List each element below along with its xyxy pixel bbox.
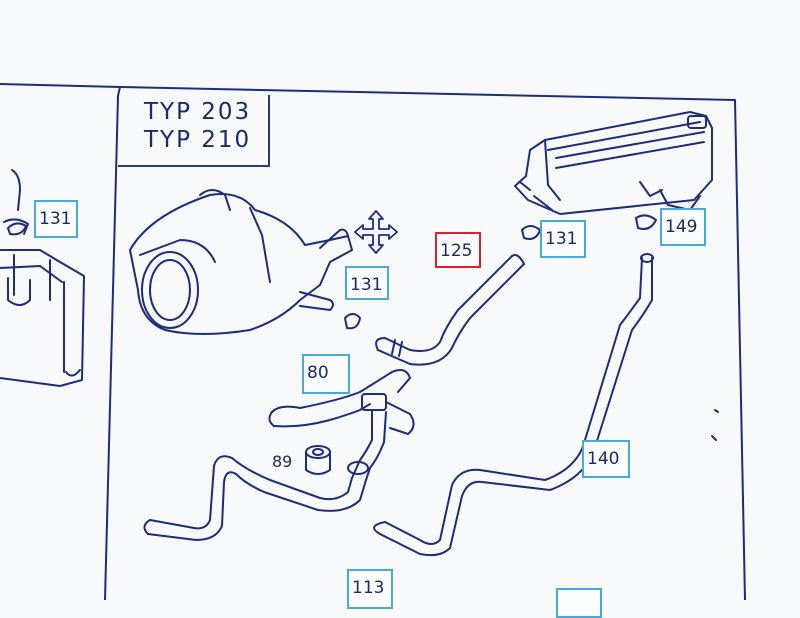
right-tick-marks: [711, 409, 719, 441]
left-part-fragment: [0, 169, 85, 387]
callout-89-label[interactable]: 89: [272, 452, 293, 471]
callout-131-left-label: 131: [39, 209, 72, 229]
model-type-203: TYP 203: [144, 99, 252, 125]
move-arrows-icon[interactable]: [352, 208, 400, 256]
hose-80: [143, 369, 415, 541]
model-type-210: TYP 210: [144, 127, 252, 153]
callout-80[interactable]: 80: [302, 354, 350, 394]
callout-149-label: 149: [665, 217, 698, 237]
thermostat-housing: [129, 189, 353, 335]
callout-131-middle[interactable]: 131: [345, 266, 389, 300]
callout-149[interactable]: 149: [660, 208, 706, 246]
callout-80-label: 80: [307, 363, 329, 383]
clamp-top-middle: [521, 225, 541, 240]
callout-125[interactable]: 125: [435, 232, 481, 268]
callout-131-right-label: 131: [545, 229, 578, 249]
model-type-box: TYP 203 TYP 210: [118, 95, 270, 167]
callout-131-left[interactable]: 131: [34, 200, 78, 238]
hose-140: [373, 253, 654, 557]
part-89: [305, 445, 331, 475]
callout-140-label: 140: [587, 449, 620, 469]
clamp-center: [344, 313, 361, 330]
frame-top-right: [119, 86, 746, 600]
frame-left-border: [104, 95, 119, 600]
parts-diagram: [0, 83, 746, 600]
callout-131-right[interactable]: 131: [540, 220, 586, 258]
callout-125-label: 125: [440, 241, 473, 261]
expansion-tank: [514, 111, 713, 215]
callout-113-label: 113: [352, 578, 385, 598]
callout-113[interactable]: 113: [347, 569, 393, 609]
callout-131-middle-label: 131: [350, 275, 383, 295]
callout-bottom-right[interactable]: [556, 588, 602, 618]
clamp-near-149: [635, 214, 657, 230]
callout-140[interactable]: 140: [582, 440, 630, 478]
frame-top-left: [0, 83, 121, 97]
hose-125: [375, 254, 525, 366]
clamp-left: [7, 222, 27, 236]
